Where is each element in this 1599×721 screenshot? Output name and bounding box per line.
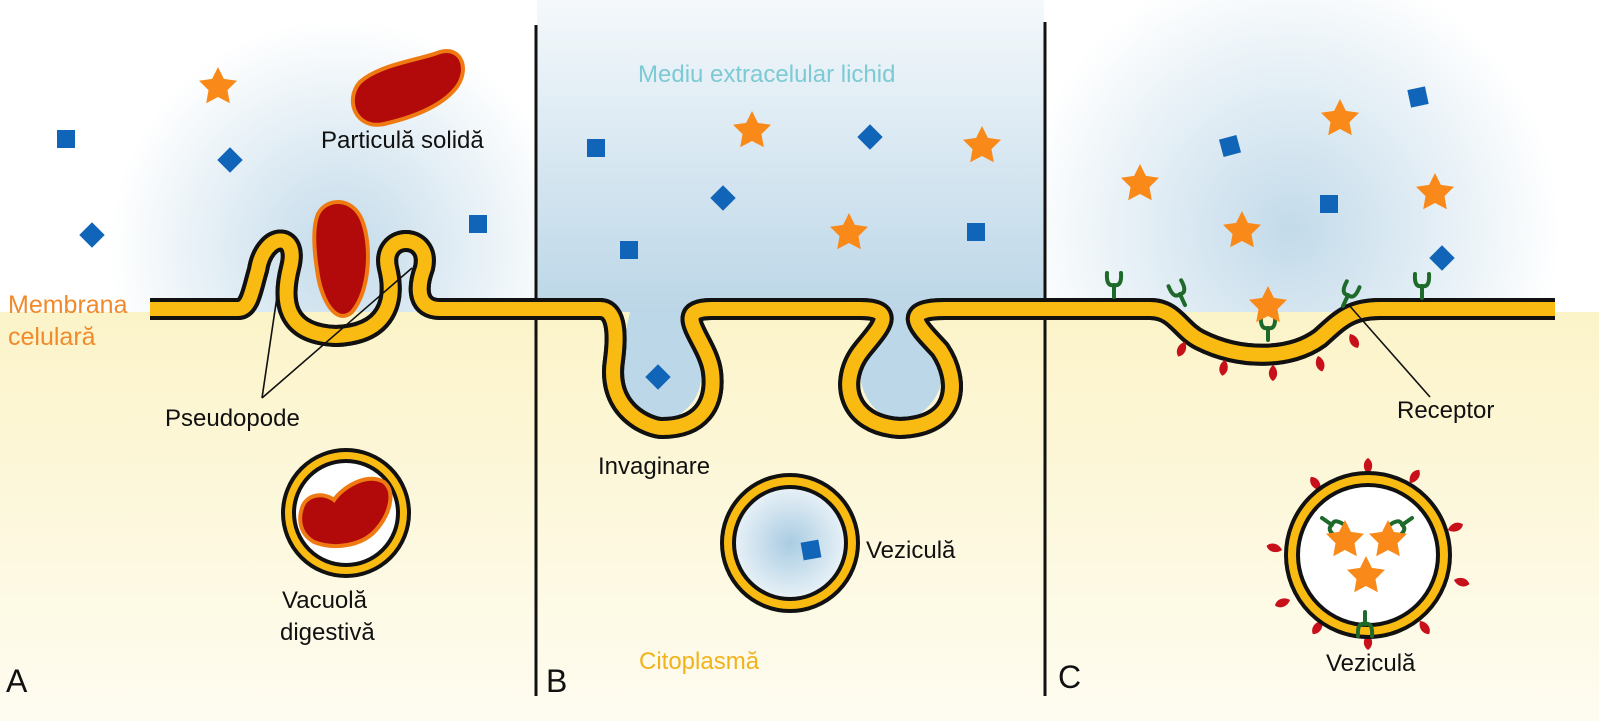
membrane-label-line2: celulară: [8, 323, 96, 351]
square-solute: [469, 215, 487, 233]
vesicle-c-label: Veziculă: [1326, 650, 1416, 677]
vesicle-b-label: Veziculă: [866, 537, 956, 564]
extracellular-region-b: [537, 0, 1044, 312]
vesicle-b: [720, 473, 860, 613]
engulfed-particle: [312, 200, 370, 318]
digestive-vacuole-label-line1: Vacuolă: [282, 587, 368, 614]
panel-letter-c: C: [1058, 659, 1081, 695]
extracellular-fluid-label: Mediu extracelular lichid: [638, 61, 895, 88]
panel-dividers: [534, 22, 1047, 696]
solid-particle: [350, 49, 465, 127]
cell-membrane: [150, 240, 1555, 439]
panel-letter-a: A: [6, 663, 28, 699]
panel-letter-b: B: [546, 663, 567, 699]
pinocytosis-panel: [587, 111, 1001, 613]
membrane-label-line1: Membrana: [8, 291, 128, 319]
pseudopods-label: Pseudopode: [165, 405, 300, 432]
pseudopod-pointer-right: [261, 267, 413, 399]
invagination-label: Invaginare: [598, 453, 710, 480]
square-solute: [620, 241, 638, 259]
solid-particle-label: Particulă solidă: [321, 127, 484, 154]
digestive-vacuole-label-line2: digestivă: [280, 619, 375, 646]
cytoplasm-label: Citoplasmă: [639, 648, 760, 675]
extracellular-region-c: [1046, 0, 1599, 312]
digestive-vacuole: [281, 448, 411, 578]
receptor-mediated-endocytosis-panel: [1104, 86, 1471, 650]
square-solute: [1320, 195, 1338, 213]
labels: Membrana celulară Particulă solidă Pseud…: [6, 61, 1494, 699]
square-solute: [1407, 86, 1429, 108]
square-solute: [967, 223, 985, 241]
phagocytosis-panel: [57, 49, 487, 578]
pseudopod-pointer-left: [261, 255, 284, 399]
square-solute: [587, 139, 605, 157]
vesicle-c: [1265, 458, 1471, 650]
square-solute: [57, 130, 75, 148]
receptor-label: Receptor: [1397, 397, 1494, 424]
receptor-pointer: [1347, 303, 1431, 398]
